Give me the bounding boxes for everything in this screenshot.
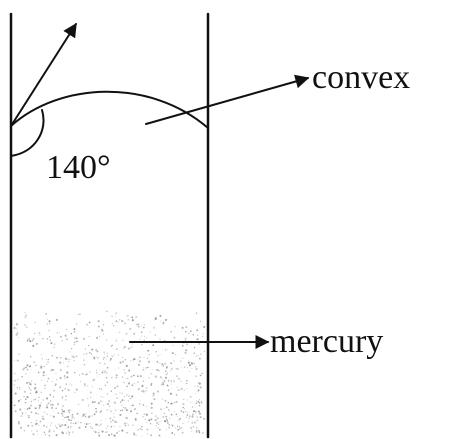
angle-arc xyxy=(10,109,45,157)
convex-pointer-arrow xyxy=(145,74,310,125)
mercury-label: mercury xyxy=(270,323,383,360)
convex-label: convex xyxy=(312,59,410,96)
angle-label: 140° xyxy=(46,149,111,186)
tangent-arrow xyxy=(10,22,77,127)
convex-meniscus xyxy=(10,90,209,129)
mercury-speckle-fill xyxy=(13,310,206,437)
